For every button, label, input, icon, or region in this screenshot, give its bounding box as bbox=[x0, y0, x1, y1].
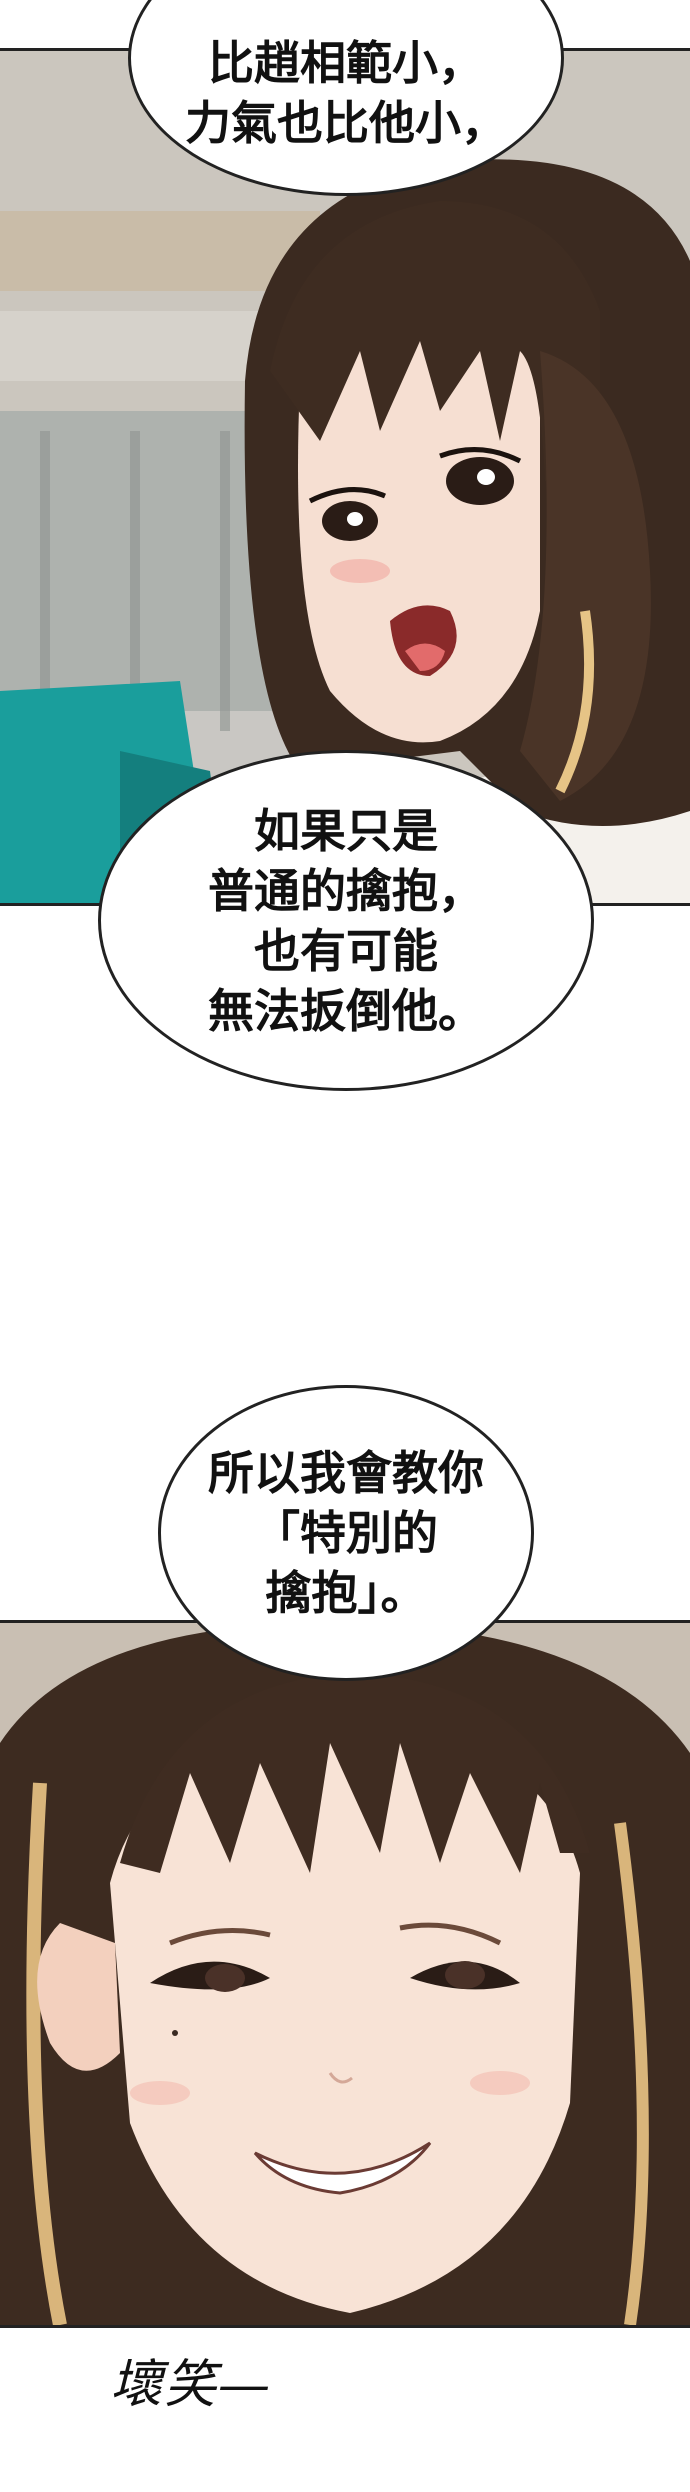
speech-bubble-2: 如果只是 普通的擒抱， 也有可能 無法扳倒他。 bbox=[98, 750, 594, 1091]
sfx-text: 壞笑— bbox=[110, 2355, 273, 2415]
speech-bubble-2-text: 如果只是 普通的擒抱， 也有可能 無法扳倒他。 bbox=[208, 803, 484, 1038]
panel-bottom bbox=[0, 1620, 690, 2328]
speech-bubble-3: 所以我會教你 「特別的 擒抱」。 bbox=[158, 1385, 534, 1681]
speech-bubble-3-text: 所以我會教你 「特別的 擒抱」。 bbox=[208, 1446, 484, 1620]
speech-bubble-1-text: 比趙相範小， 力氣也比他小， bbox=[185, 36, 507, 150]
panel-bottom-art bbox=[0, 1623, 690, 2325]
